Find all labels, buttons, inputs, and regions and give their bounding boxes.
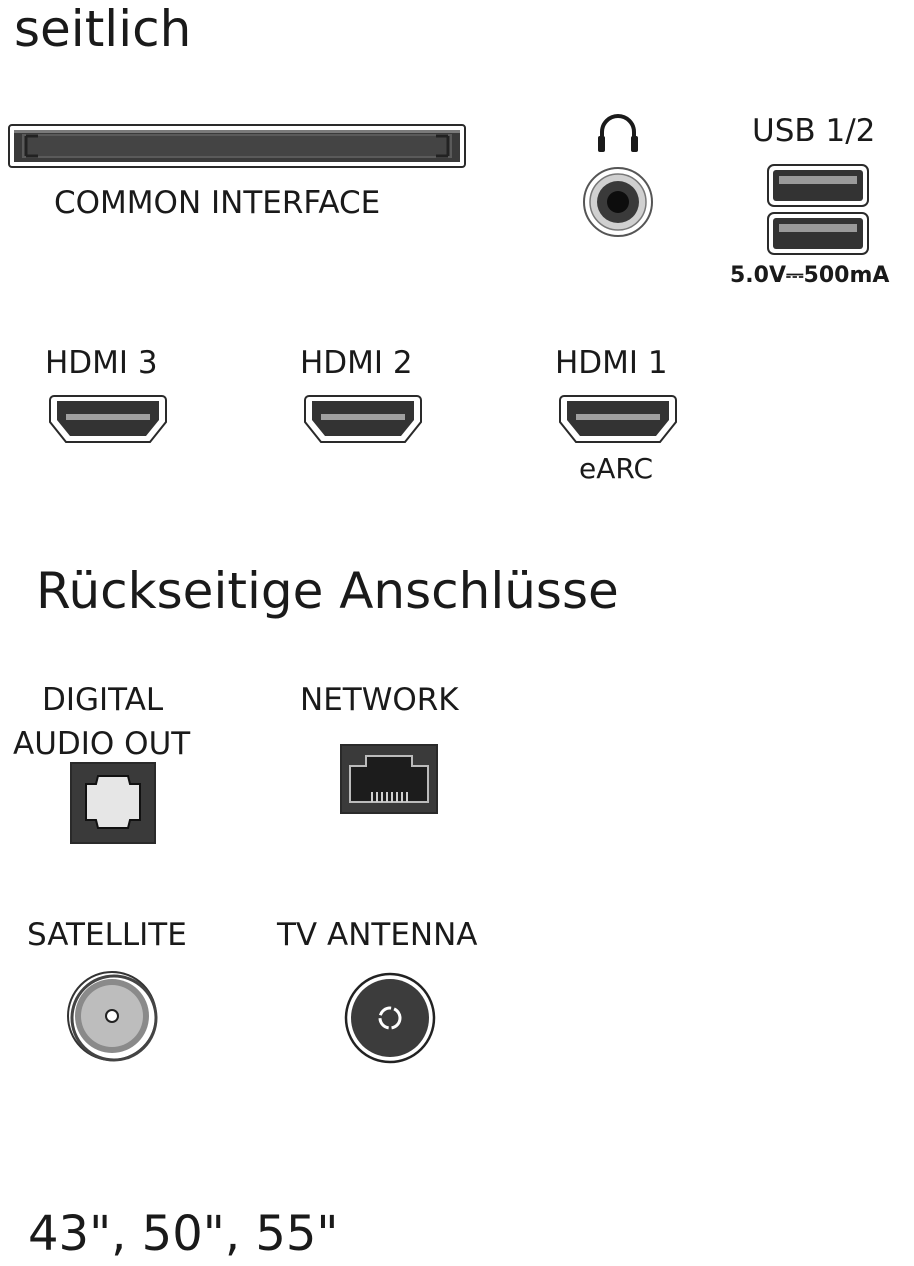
antenna-connector-icon [344, 972, 436, 1064]
headphones-icon [598, 114, 638, 152]
hdmi-3-label: HDMI 3 [45, 345, 158, 381]
hdmi-1-earc-label: eARC [579, 452, 653, 485]
digital-audio-label-line1: DIGITAL [42, 682, 164, 718]
network-label: NETWORK [300, 682, 459, 718]
hdmi-2-port-icon [304, 395, 422, 443]
tv-sizes: 43", 50", 55" [28, 1206, 339, 1262]
ci-label: COMMON INTERFACE [54, 185, 381, 221]
usb-label: USB 1/2 [752, 113, 876, 149]
optical-port-icon [70, 762, 156, 844]
usb-port-icon [767, 164, 869, 255]
hdmi-1-port-icon [559, 395, 677, 443]
ethernet-port-icon [340, 744, 438, 814]
headphone-jack-icon [583, 167, 653, 237]
usb-power-rating: 5.0V⎓500mA [730, 263, 890, 288]
satellite-connector-icon [67, 971, 158, 1062]
digital-audio-label-line2: AUDIO OUT [13, 726, 191, 762]
hdmi-3-port-icon [49, 395, 167, 443]
hdmi-2-label: HDMI 2 [300, 345, 413, 381]
hdmi-1-label: HDMI 1 [555, 345, 668, 381]
section-title-rear: Rückseitige Anschlüsse [36, 562, 619, 620]
section-title-side: seitlich [14, 0, 192, 58]
satellite-label: SATELLITE [27, 917, 187, 953]
ci-slot-icon [8, 124, 466, 168]
tv-antenna-label: TV ANTENNA [277, 917, 478, 953]
